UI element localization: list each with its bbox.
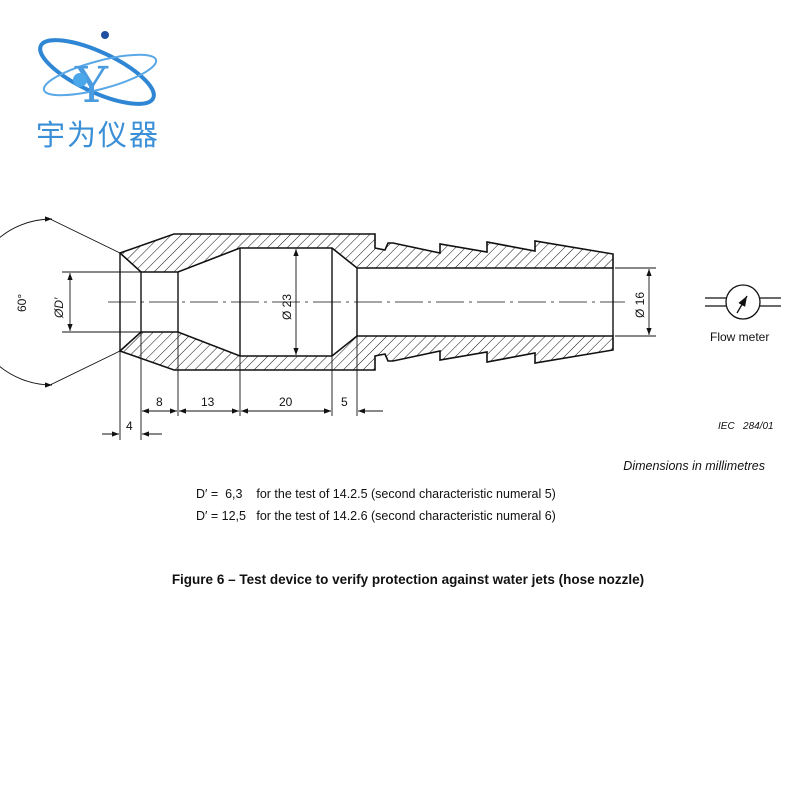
hose-bore-label: Ø 16 [633, 292, 647, 318]
note-line-2: D′ = 12,5 for the test of 14.2.6 (second… [196, 509, 556, 523]
hose-nozzle-drawing: 60° ØD′ Ø 23 Ø 16 8 13 20 5 4 Flow meter [0, 216, 781, 440]
logo-mark: Y [38, 31, 158, 114]
units-note: Dimensions in millimetres [623, 459, 765, 473]
upper-wall [118, 233, 614, 273]
dim-13: 13 [201, 395, 215, 409]
dim-20: 20 [279, 395, 293, 409]
bore-label: ØD′ [52, 297, 66, 319]
dim-4: 4 [126, 419, 133, 433]
figure-caption: Figure 6 – Test device to verify protect… [171, 572, 645, 587]
nozzle-section [118, 233, 614, 371]
dim-8: 8 [156, 395, 163, 409]
dimension-lines [0, 216, 656, 440]
dim-5: 5 [341, 395, 348, 409]
flow-meter-label: Flow meter [710, 330, 769, 344]
flow-meter-icon [705, 284, 781, 320]
note-line-1: D′ = 6,3 for the test of 14.2.5 (second … [196, 487, 556, 501]
large-bore-label: Ø 23 [280, 294, 294, 320]
lower-wall [118, 331, 614, 371]
figure-reference: IEC 284/01 [718, 421, 774, 432]
logo-text: 宇为仪器 [36, 118, 161, 152]
angle-label: 60° [15, 294, 29, 312]
